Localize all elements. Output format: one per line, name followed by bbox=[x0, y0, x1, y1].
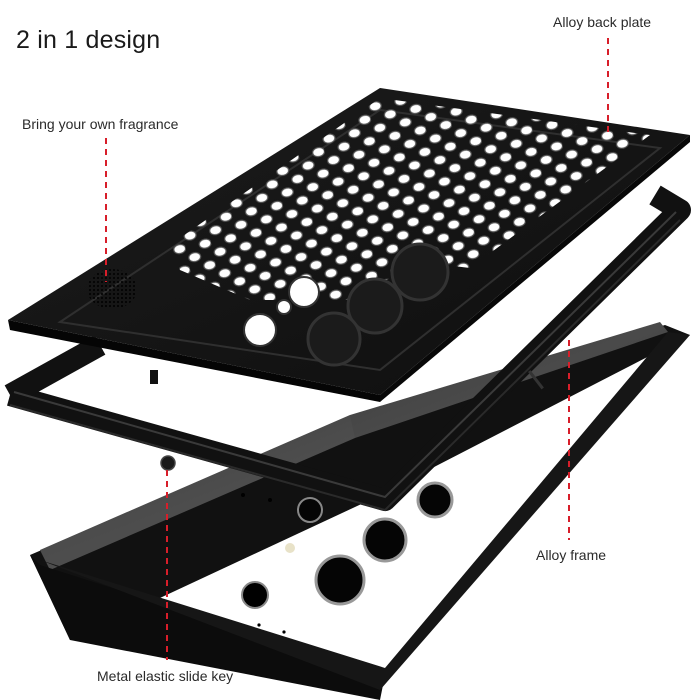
callout-label-slide-key: Metal elastic slide key bbox=[97, 668, 234, 684]
alloy-frame bbox=[4, 185, 691, 512]
fragrance-mesh bbox=[87, 269, 137, 309]
callout-lines bbox=[105, 38, 609, 660]
page-title: 2 in 1 design bbox=[16, 26, 161, 54]
slide-key-button bbox=[160, 455, 176, 471]
callout-label-fragrance: Bring your own fragrance bbox=[22, 116, 179, 132]
callout-label-back-plate: Alloy back plate bbox=[553, 14, 652, 30]
camera-module bbox=[241, 481, 454, 609]
callout-label-frame: Alloy frame bbox=[536, 547, 607, 563]
